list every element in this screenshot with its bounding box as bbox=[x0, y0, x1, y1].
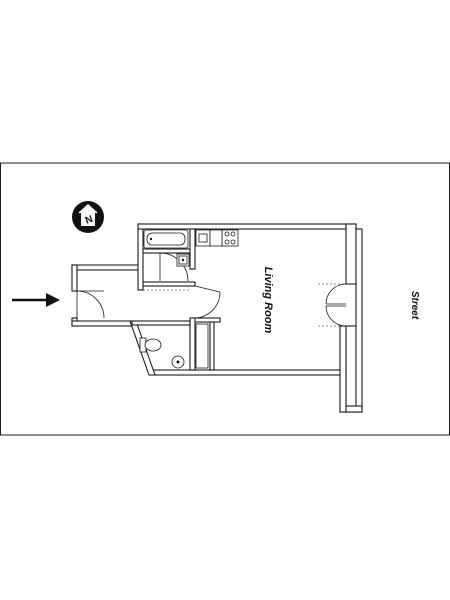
counter bbox=[209, 229, 223, 247]
lot-boundary bbox=[0, 162, 450, 436]
street-label: Street bbox=[409, 291, 420, 320]
balcony-side-wall bbox=[339, 325, 347, 413]
closet bbox=[195, 323, 209, 369]
entry-left-upper-wall bbox=[71, 264, 78, 292]
stove bbox=[221, 229, 239, 247]
unit-bottom-wall bbox=[149, 369, 347, 376]
closet-left-wall bbox=[189, 317, 196, 371]
facade-outer-wall bbox=[355, 228, 363, 413]
bathtub bbox=[143, 229, 189, 249]
toilet bbox=[139, 337, 162, 353]
balcony-doors bbox=[325, 283, 347, 327]
facade-wall-lower bbox=[345, 325, 357, 413]
wc-top-wall bbox=[131, 320, 191, 326]
north-compass-icon: N bbox=[72, 201, 104, 233]
closet-right-wall bbox=[209, 321, 215, 371]
compass-letter: N bbox=[84, 214, 95, 227]
facade-wall-upper bbox=[345, 223, 357, 285]
entrance-arrow-icon bbox=[12, 293, 60, 307]
unit-top-wall bbox=[137, 223, 357, 230]
unit-left-wall bbox=[137, 223, 144, 291]
kitchen-sink bbox=[195, 229, 211, 247]
bath-kitchen-divider bbox=[189, 228, 196, 270]
entry-top-wall bbox=[71, 264, 141, 271]
shower-drain bbox=[171, 355, 185, 369]
entry-door bbox=[76, 290, 105, 319]
bath-divider-wall bbox=[142, 248, 191, 254]
entry-bottom-wall bbox=[71, 320, 133, 327]
hall-wall bbox=[142, 281, 196, 287]
bathroom-sink bbox=[176, 253, 190, 267]
interior-door bbox=[194, 285, 221, 319]
living-room-label: Living Room bbox=[262, 267, 274, 334]
